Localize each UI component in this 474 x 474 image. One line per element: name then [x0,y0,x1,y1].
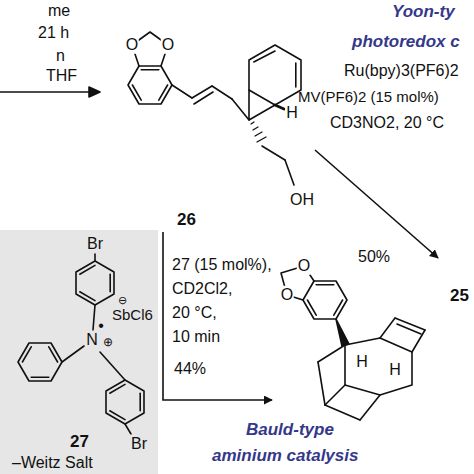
incoming-arrow [0,91,92,93]
salt-box: Br⊖SbCl6N•⊕Br27–Weitz Salt [0,230,158,474]
atom-label: H [388,361,402,379]
method-heading: Yoon-ty [392,2,455,22]
salt-panel [0,230,158,474]
compound-box: 25 [272,258,474,440]
atom-label: H [285,104,299,122]
atom-label: O [297,257,311,275]
condition-text: THF [46,67,77,85]
reaction-arrow [163,232,272,400]
node-text: Br [130,435,148,453]
compound-26-structure [128,32,301,185]
node-text: 26 [177,210,196,230]
atom-label: O [125,36,139,54]
method-heading: aminium catalysis [212,446,358,466]
atom-label: H [355,353,369,371]
condition-text: CD2Cl2, [172,280,232,298]
condition-text: 27 (15 mol%), [172,256,272,274]
compound-25-structure [281,266,425,420]
condition-text: Ru(bpy)3(PF6)2 [344,62,459,80]
compound-27-structure [18,254,144,434]
node-text: –Weitz Salt [12,454,93,472]
yield-label: 44% [172,360,208,378]
reaction-arrow [315,150,438,258]
condition-text: 21 h [38,24,69,42]
atom-label: O [280,286,294,304]
condition-text: CD3NO2, 20 °C [330,114,444,132]
condition-text: MV(PF6)2 (15 mol%) [298,88,439,105]
atom-label: O [161,36,175,54]
atom-label: OH [289,191,315,209]
node-text: Br [86,235,104,253]
node-text: ⊖ [118,294,127,307]
node-text: 25 [450,286,469,306]
yield-label: 50% [356,248,392,266]
condition-text: 20 °C, [172,304,217,322]
incoming-arrowhead [89,87,100,97]
method-heading: photoredox c [352,32,460,52]
node-text: ⊕ [102,336,114,350]
node-text: SbCl6 [112,306,153,323]
method-heading: Bauld-type [246,420,334,440]
condition-text: me [48,2,70,20]
condition-text: n [56,47,65,65]
condition-text: 10 min [172,328,220,346]
node-text: • [97,317,105,335]
node-text: 27 [70,432,89,452]
